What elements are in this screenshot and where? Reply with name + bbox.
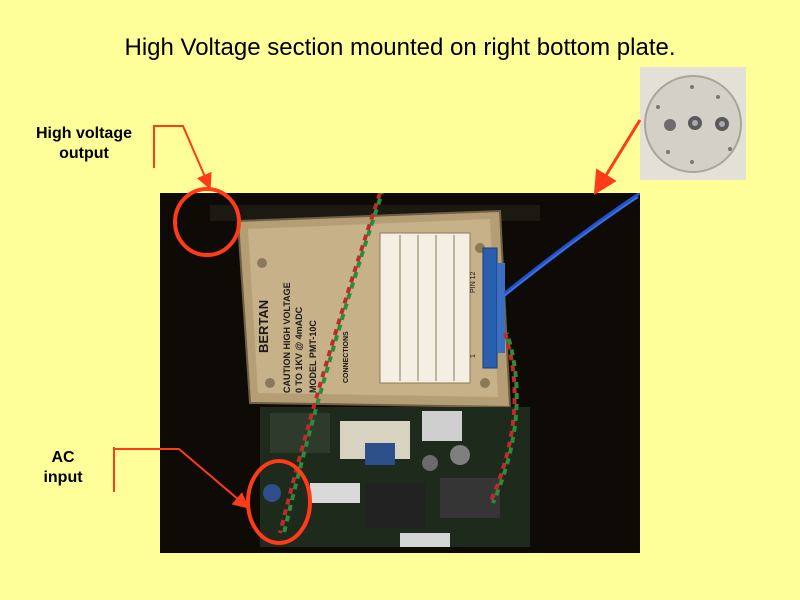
connections-title: CONNECTIONS [343, 331, 350, 383]
caution-text-2: 0 TO 1KV @ 4mADC [294, 306, 304, 393]
pin-12-label: PIN 12 [470, 271, 477, 293]
thumbnail-arrow [593, 119, 642, 196]
caution-text-1: CAUTION HIGH VOLTAGE [282, 282, 292, 393]
hv-output-circle [173, 187, 241, 257]
high-voltage-output-label: High voltage output [35, 125, 132, 162]
slide-title: High Voltage section mounted on right bo… [124, 34, 676, 61]
bottom-plate-drawing [640, 67, 746, 180]
model-text: MODEL PMT-10C [308, 320, 318, 393]
bottom-plate-thumbnail [640, 67, 746, 180]
ac-input-circle [246, 459, 312, 545]
pin-1-label: 1 [470, 354, 477, 358]
ac-input-label: AC input [43, 449, 83, 486]
brand-text: BERTAN [256, 300, 271, 353]
hv-arrow [154, 125, 212, 190]
ac-arrow [114, 448, 250, 509]
